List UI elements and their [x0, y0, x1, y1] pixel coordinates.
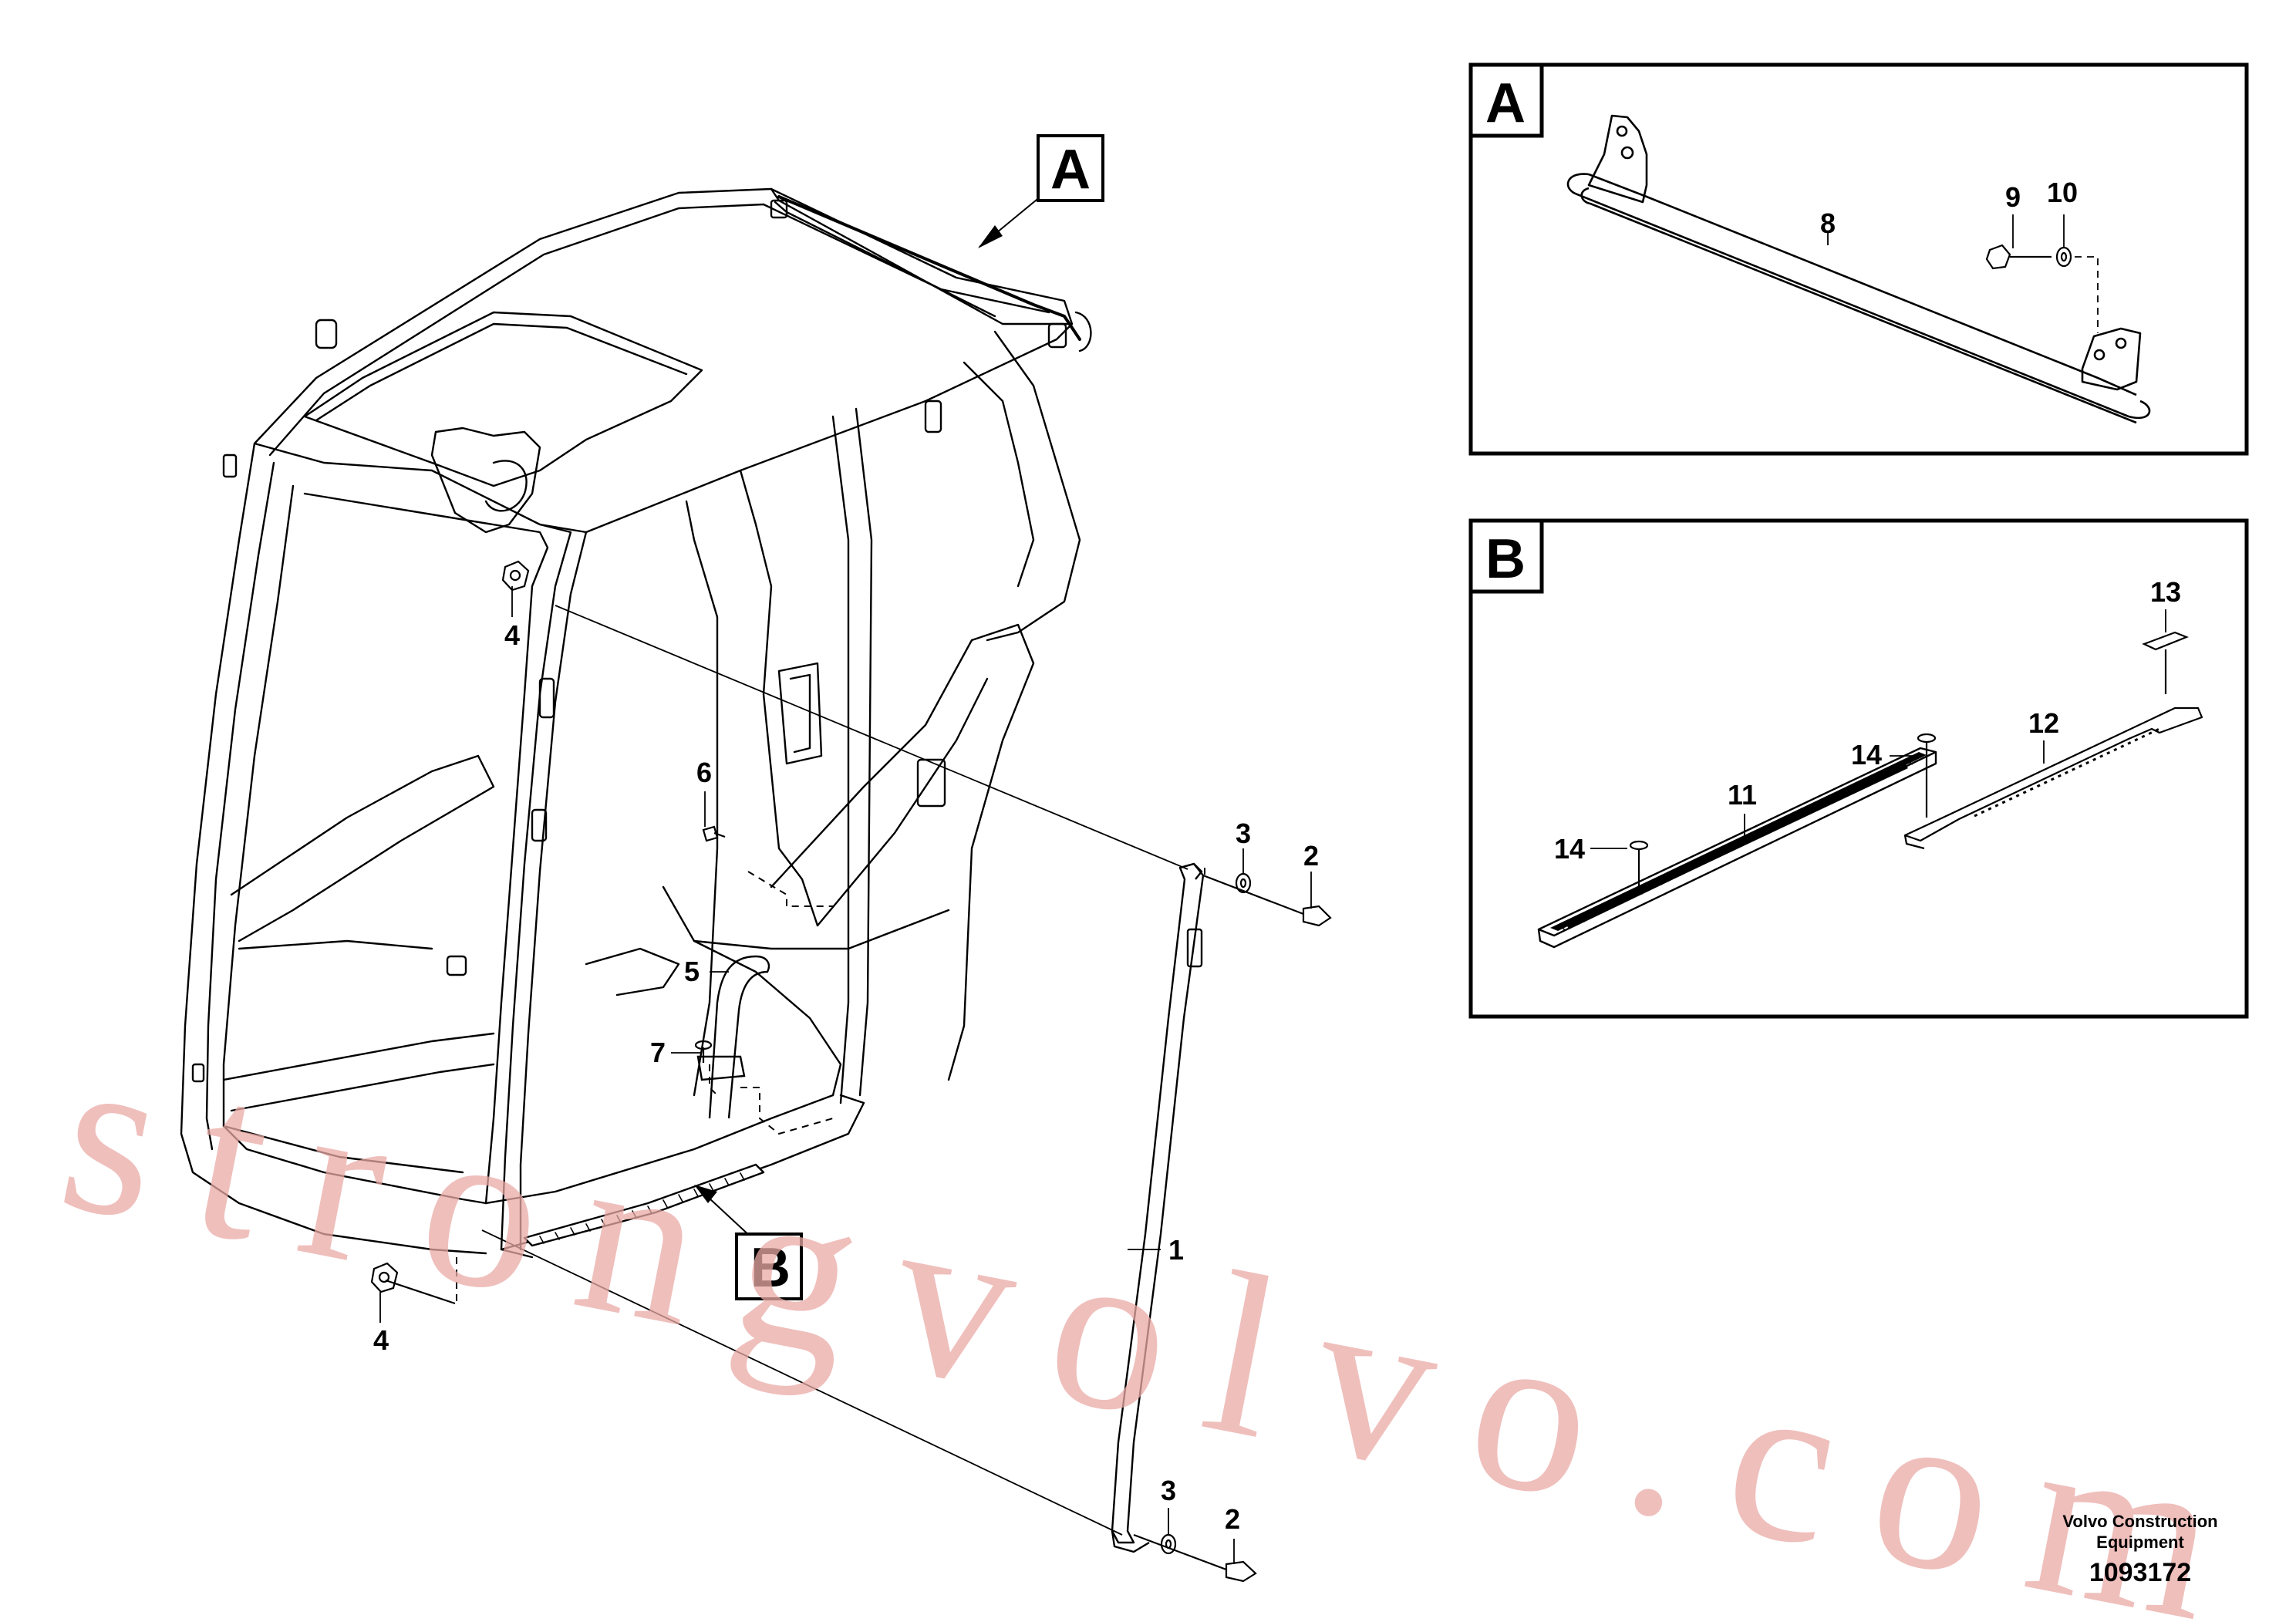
- grab-handle-part-5: [696, 955, 770, 1119]
- handrail-part-1: [1111, 862, 1205, 1553]
- panel-b-letter: B: [1485, 528, 1526, 590]
- watermark: strongvolvo.com: [44, 1001, 2235, 1622]
- tread-pattern: [1557, 759, 1913, 931]
- detail-panel-b: B: [1468, 518, 2249, 1019]
- footer-company-line2: Equipment: [2096, 1533, 2184, 1552]
- bolt-part-9: [1985, 244, 2052, 270]
- footer-doc-number: 1093172: [2089, 1558, 2191, 1587]
- bolt-part-2-bottom: [1133, 1533, 1257, 1583]
- screw-part-14-left: [1629, 840, 1649, 887]
- callout-14-right: 14: [1851, 739, 1882, 771]
- view-marker-b-letter: B: [750, 1237, 791, 1299]
- callout-13: 13: [2150, 576, 2181, 608]
- view-marker-a-letter: A: [1050, 139, 1091, 201]
- callout-2-bottom: 2: [1225, 1503, 1240, 1535]
- callout-leaders: [379, 586, 1312, 1564]
- callout-6: 6: [696, 757, 712, 788]
- nut-part-4-bottom: [370, 1262, 456, 1305]
- callout-4-top: 4: [504, 619, 520, 651]
- assembly-lines: [481, 605, 1188, 1536]
- callout-10: 10: [2047, 177, 2078, 208]
- callout-5: 5: [684, 956, 700, 987]
- panel-a-letter: A: [1485, 73, 1526, 134]
- callout-4-bottom: 4: [373, 1324, 389, 1356]
- nut-part-4-top: [501, 560, 530, 592]
- callout-8: 8: [1820, 207, 1836, 239]
- washer-part-10: [2055, 246, 2072, 268]
- callout-12: 12: [2028, 707, 2059, 739]
- callout-9: 9: [2005, 181, 2021, 213]
- footer-company-line1: Volvo Construction: [2062, 1512, 2217, 1531]
- view-marker-a-main: A: [978, 134, 1104, 248]
- callout-1: 1: [1168, 1234, 1184, 1266]
- callout-3-top: 3: [1236, 818, 1251, 849]
- dashed-leaders-main: [456, 868, 1205, 1303]
- strip-part-12: [1903, 706, 2203, 850]
- callout-14-left: 14: [1554, 833, 1585, 865]
- roof-handrail-part-8: [1566, 114, 2151, 424]
- screw-part-6: [702, 825, 726, 842]
- screw-part-7: [694, 1040, 713, 1063]
- washer-part-3-bottom: [1160, 1533, 1177, 1555]
- callout-2-top: 2: [1303, 840, 1319, 872]
- panel-a-leaders: [1827, 214, 2099, 333]
- callout-7: 7: [650, 1037, 666, 1068]
- screw-part-14-right: [1917, 733, 1937, 818]
- washer-part-3-top: [1235, 872, 1252, 894]
- clip-part-13: [2142, 631, 2189, 694]
- view-marker-b-main: B: [694, 1185, 803, 1300]
- bolt-part-2-top: [1202, 874, 1332, 927]
- panel-b-leaders: [1590, 609, 2166, 849]
- callout-3-bottom: 3: [1161, 1475, 1176, 1506]
- cab-frame: [180, 187, 1092, 1259]
- callout-11: 11: [1728, 779, 1757, 811]
- detail-panel-a: A 8 9 10: [1468, 62, 2249, 456]
